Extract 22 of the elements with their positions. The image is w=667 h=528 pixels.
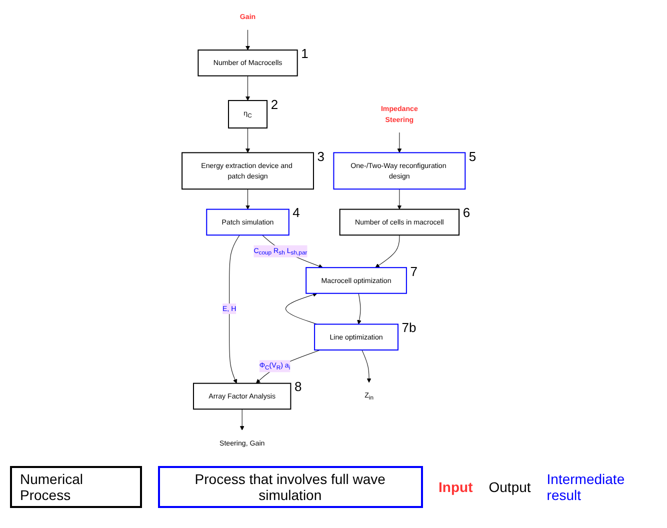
arrow	[356, 293, 362, 324]
arrow	[397, 188, 402, 210]
legend-text: Input	[438, 479, 473, 495]
legend-box: Process that involves full wave simulation	[158, 466, 423, 508]
step-number: 7b	[402, 320, 416, 336]
arrow	[240, 408, 244, 430]
arrow	[397, 132, 402, 153]
arrow	[361, 350, 372, 383]
arrow	[228, 234, 240, 384]
arrow	[245, 188, 250, 210]
legend-text: Intermediate result	[546, 471, 626, 503]
legend-text: Output	[488, 479, 531, 495]
legend-box: Numerical Process	[10, 466, 142, 508]
step-number: 8	[294, 379, 302, 394]
arrow	[245, 128, 250, 153]
step-number: 6	[462, 205, 470, 220]
arrow	[245, 30, 250, 50]
step-number: 2	[270, 96, 278, 112]
arrow	[285, 292, 318, 324]
arrow	[245, 76, 250, 101]
arrow	[374, 234, 400, 268]
step-number: 3	[317, 148, 324, 164]
